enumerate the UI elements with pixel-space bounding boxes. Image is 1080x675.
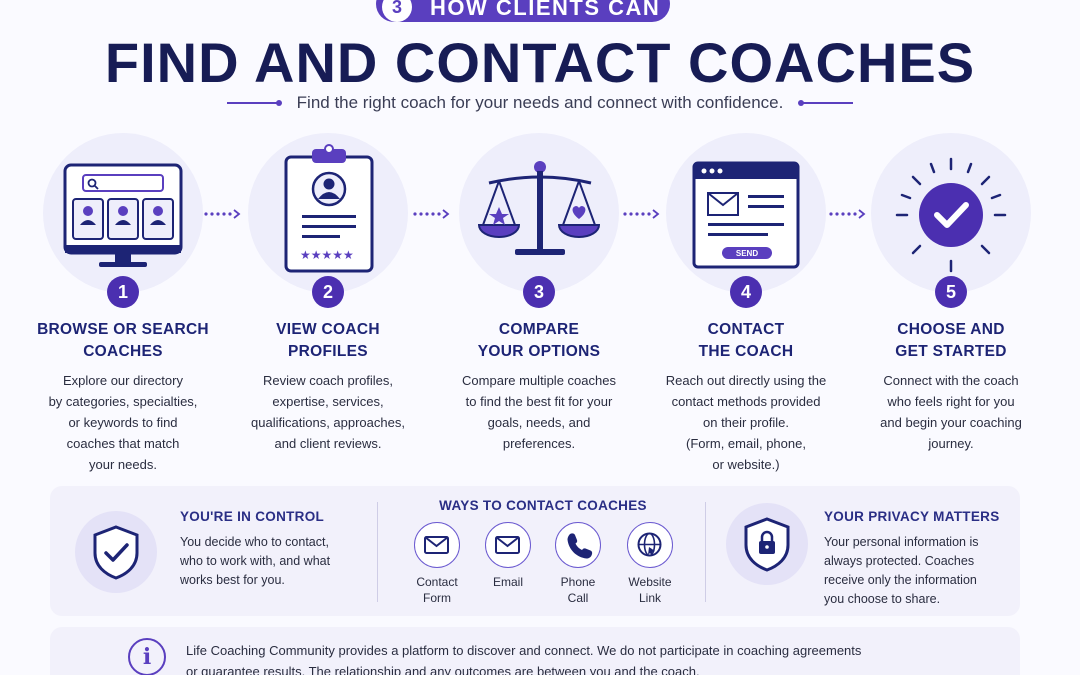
control-title: YOU'RE IN CONTROL: [180, 509, 325, 524]
disclaimer-text: Life Coaching Community provides a platf…: [186, 643, 862, 675]
step-5-illustration: [871, 133, 1031, 293]
phone-icon-circle: [555, 522, 601, 568]
subtitle-line-right: [798, 100, 854, 106]
section-badge: 3 HOW CLIENTS CAN: [376, 0, 670, 22]
step-4-number: 4: [730, 276, 762, 308]
subtitle-line-left: [226, 100, 282, 106]
phone-icon: [567, 533, 593, 559]
monitor-search-icon: [63, 163, 183, 267]
info-icon: i: [128, 638, 166, 675]
page-subtitle: Find the right coach for your needs and …: [296, 93, 784, 112]
step-5-number: 5: [935, 276, 967, 308]
contact-form-icon-circle: [414, 522, 460, 568]
shield-check-icon: [93, 525, 139, 580]
contact-method-label: Email: [492, 575, 523, 589]
control-icon-circle: [75, 511, 157, 593]
envelope-icon: [424, 536, 449, 554]
privacy-text: Your personal information is always prot…: [824, 535, 979, 606]
step-arrow-2: [413, 209, 450, 219]
step-4-title: CONTACT THE COACH: [698, 321, 794, 360]
page-title: FIND AND CONTACT COACHES: [104, 31, 976, 94]
send-label: SEND: [736, 249, 758, 258]
shield-lock-icon: [744, 517, 790, 572]
panel-divider-left: [377, 502, 378, 602]
subtitle-row: Find the right coach for your needs and …: [0, 92, 1080, 114]
step-2-title: VIEW COACH PROFILES: [276, 321, 380, 360]
step-4-description: Reach out directly using the contact met…: [665, 373, 827, 472]
info-panel: [50, 486, 1020, 616]
email-icon-circle: [485, 522, 531, 568]
step-3-illustration: [459, 133, 619, 293]
step-3-title: COMPARE YOUR OPTIONS: [477, 321, 601, 360]
step-arrow-3: [623, 209, 660, 219]
step-1-number: 1: [107, 276, 139, 308]
contact-method-email[interactable]: Email: [468, 522, 548, 590]
step-3-description: Compare multiple coaches to find the bes…: [462, 373, 616, 451]
step-1-illustration: [43, 133, 203, 293]
ways-title: WAYS TO CONTACT COACHES: [439, 498, 647, 513]
step-5-description: Connect with the coach who feels right f…: [880, 373, 1022, 451]
website-icon-circle: [627, 522, 673, 568]
step-2-illustration: ★★★★★: [248, 133, 408, 293]
contact-method-phone[interactable]: Phone Call: [538, 522, 618, 606]
check-burst-icon: [895, 157, 1007, 273]
contact-method-label: Contact Form: [416, 575, 458, 605]
privacy-icon-circle: [726, 503, 808, 585]
envelope-icon: [495, 536, 520, 554]
step-arrow-4: [829, 209, 866, 219]
contact-method-label: Website Link: [628, 575, 672, 605]
step-1-title: BROWSE OR SEARCH COACHES: [37, 321, 209, 360]
panel-divider-right: [705, 502, 706, 602]
globe-icon: [637, 532, 662, 557]
badge-text: HOW CLIENTS CAN: [430, 0, 661, 20]
step-2-description: Review coach profiles, expertise, servic…: [251, 373, 405, 451]
step-arrow-1: [204, 209, 241, 219]
step-2-number: 2: [312, 276, 344, 308]
contact-method-form[interactable]: Contact Form: [397, 522, 477, 606]
contact-method-label: Phone Call: [560, 575, 596, 605]
step-1-description: Explore our directory by categories, spe…: [48, 373, 198, 472]
contact-window-icon: SEND: [692, 161, 800, 269]
profile-clipboard-icon: ★★★★★: [284, 144, 374, 273]
svg-text:★★★★★: ★★★★★: [300, 248, 354, 262]
step-4-illustration: SEND: [666, 133, 826, 293]
badge-number: 3: [382, 0, 412, 22]
balance-scale-icon: [477, 161, 601, 255]
disclaimer-panel: [50, 627, 1020, 675]
step-5-title: CHOOSE AND GET STARTED: [895, 321, 1007, 360]
privacy-title: YOUR PRIVACY MATTERS: [824, 509, 1000, 524]
contact-method-website[interactable]: Website Link: [610, 522, 690, 606]
step-3-number: 3: [523, 276, 555, 308]
control-text: You decide who to contact, who to work w…: [180, 535, 331, 587]
